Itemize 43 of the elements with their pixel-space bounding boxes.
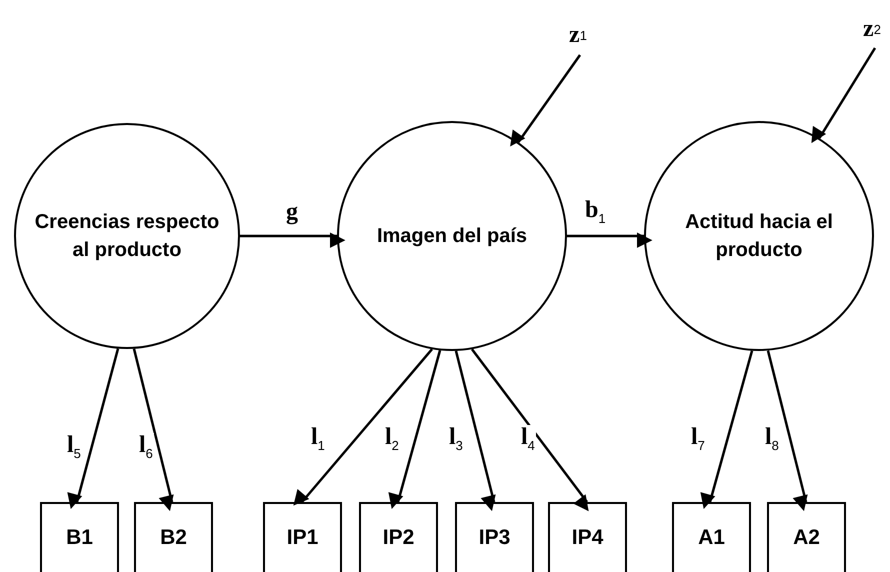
indicator-box [40,502,119,572]
path-coefficient-label: l$_{4}$ [520,425,536,452]
node-label: IP3 [478,526,510,550]
node-label: IP1 [286,526,318,550]
indicator-box [359,502,438,572]
indicator-box [263,502,342,572]
node-label: A2 [793,526,820,550]
path-coefficient-label: l$_{3}$ [448,425,464,452]
node-label: Creencias respecto al producto [34,210,220,263]
path-coefficient-label: b$_{1}$ [584,198,607,225]
arrow [567,232,652,248]
arrow [471,348,589,512]
arrow [67,348,120,510]
node-label: IP2 [382,526,414,550]
arrow [700,350,754,509]
path-coefficient-label: l$_{1}$ [310,425,326,452]
node-label: Actitud hacia el producto [684,210,834,263]
latent-variable-circle [14,123,240,349]
node-label: B1 [66,526,93,550]
indicator-box [134,502,213,572]
arrow [454,350,496,512]
path-coefficient-label: l$_{5}$ [66,433,82,460]
node-label: Imagen del país [376,224,528,249]
arrow [766,350,808,512]
indicator-box [672,502,751,572]
node-label: B2 [160,526,187,550]
arrow [388,350,442,509]
path-coefficient-label: l$_{8}$ [764,425,780,452]
arrow [240,232,346,248]
latent-variable-circle [337,121,567,351]
arrow [811,47,876,144]
node-label: IP4 [572,526,604,550]
node-label: A1 [698,526,725,550]
path-coefficient-label: l$_{7}$ [690,425,706,452]
indicator-box [455,502,534,572]
path-coefficient-label: l$_{6}$ [138,433,154,460]
arrow [510,54,582,147]
arrow [293,348,433,506]
arrow [132,348,174,512]
path-coefficient-label: l$_{2}$ [384,425,400,452]
indicator-box [767,502,846,572]
indicator-box [548,502,627,572]
latent-variable-circle [644,121,874,351]
